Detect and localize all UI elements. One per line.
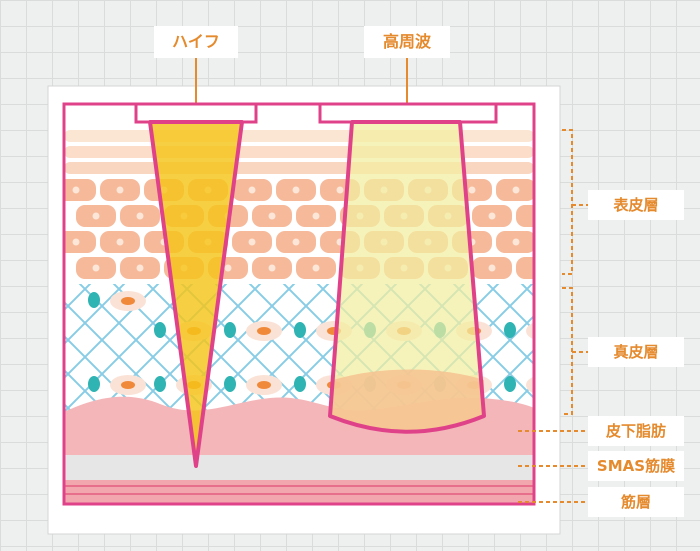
cell-nucleus: [292, 186, 300, 194]
dermis-dot: [224, 322, 236, 338]
cell-nucleus: [312, 212, 320, 220]
cell-nucleus: [92, 264, 100, 272]
dermis-dot: [154, 322, 166, 338]
epidermis-cell: [516, 257, 534, 279]
cell-nucleus: [248, 238, 256, 246]
muscle-layer: [64, 480, 534, 504]
dermis-dot: [504, 376, 516, 392]
dermis-dot: [88, 292, 100, 308]
dermis-dot: [294, 322, 306, 338]
dermis-label: 真皮層: [588, 337, 684, 367]
cell-nucleus: [268, 212, 276, 220]
cell-nucleus: [136, 212, 144, 220]
cell-nucleus: [512, 186, 520, 194]
cell-nucleus: [488, 264, 496, 272]
cell-nucleus: [72, 186, 80, 194]
rf-probe: [318, 58, 498, 434]
cell-nucleus: [92, 212, 100, 220]
dermis-dot: [504, 322, 516, 338]
muscle-label: 筋層: [588, 487, 684, 517]
cell-nucleus: [136, 264, 144, 272]
smas-label: SMAS筋膜: [588, 451, 684, 481]
fibroblast-cell: [526, 376, 534, 394]
fibroblast-nucleus: [121, 297, 135, 305]
epidermis-label: 表皮層: [588, 190, 684, 220]
cell-nucleus: [488, 212, 496, 220]
layer-brackets: [518, 129, 588, 503]
cell-nucleus: [116, 238, 124, 246]
cell-nucleus: [468, 186, 476, 194]
dermis-dot: [224, 376, 236, 392]
cell-nucleus: [312, 264, 320, 272]
cell-nucleus: [72, 238, 80, 246]
dermis-dot: [294, 376, 306, 392]
dermis-dot: [88, 376, 100, 392]
smas-layer: [64, 455, 534, 480]
cell-nucleus: [224, 264, 232, 272]
cell-nucleus: [248, 186, 256, 194]
cell-nucleus: [336, 186, 344, 194]
subcutaneous-fat-label: 皮下脂肪: [588, 416, 684, 446]
fibroblast-nucleus: [257, 381, 271, 389]
fibroblast-nucleus: [257, 327, 271, 335]
dermis-dot: [154, 376, 166, 392]
cell-nucleus: [268, 264, 276, 272]
hifu-probe: [134, 58, 258, 468]
epidermis-cell: [64, 179, 96, 201]
fibroblast-cell: [526, 322, 534, 340]
cell-nucleus: [512, 238, 520, 246]
epidermis-cell: [516, 205, 534, 227]
epidermis-cell: [64, 231, 96, 253]
hifu-label: ハイフ: [154, 26, 238, 58]
cell-nucleus: [116, 186, 124, 194]
layers-frame: [62, 102, 536, 506]
rf-label: 高周波: [364, 26, 450, 58]
cell-nucleus: [292, 238, 300, 246]
fibroblast-nucleus: [121, 381, 135, 389]
